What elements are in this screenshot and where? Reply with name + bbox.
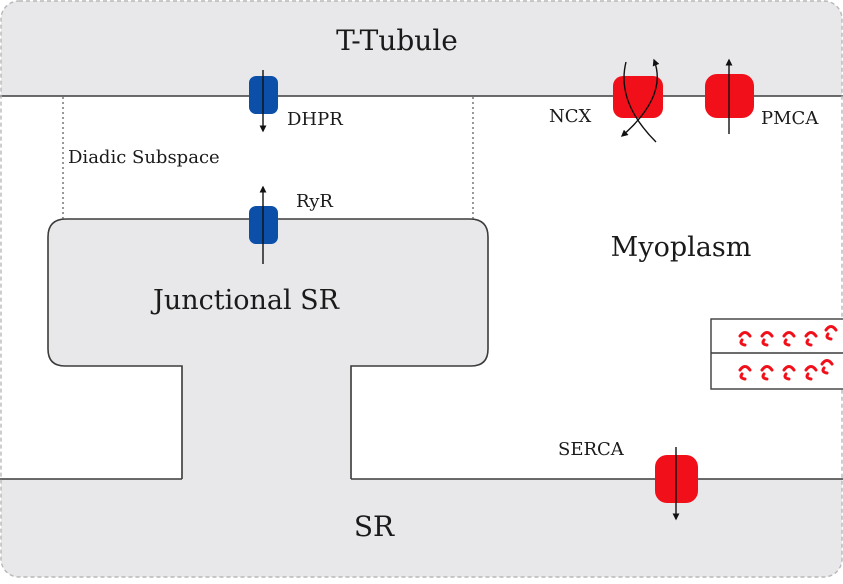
myoplasm-label: Myoplasm <box>611 232 752 263</box>
junctional-sr-label: Junctional SR <box>150 285 340 316</box>
dhpr-label: DHPR <box>287 109 343 130</box>
sr-region <box>1 479 842 577</box>
ryr-label: RyR <box>296 191 333 212</box>
dhpr-channel-icon <box>249 70 278 133</box>
myofilament-icon <box>710 318 843 390</box>
pmca-pump-icon <box>705 58 754 134</box>
serca-pump-icon <box>655 447 698 521</box>
ncx-exchanger-icon <box>613 58 663 143</box>
junctional-sr-shape <box>48 219 488 480</box>
serca-label: SERCA <box>558 439 625 460</box>
ryr-channel-icon <box>249 185 278 264</box>
ncx-label: NCX <box>549 106 592 127</box>
t-tubule-label: T-Tubule <box>336 24 458 57</box>
pmca-label: PMCA <box>761 108 819 129</box>
sr-label: SR <box>354 510 395 543</box>
t-tubule-region <box>1 1 842 96</box>
diadic-subspace-label: Diadic Subspace <box>68 147 220 168</box>
